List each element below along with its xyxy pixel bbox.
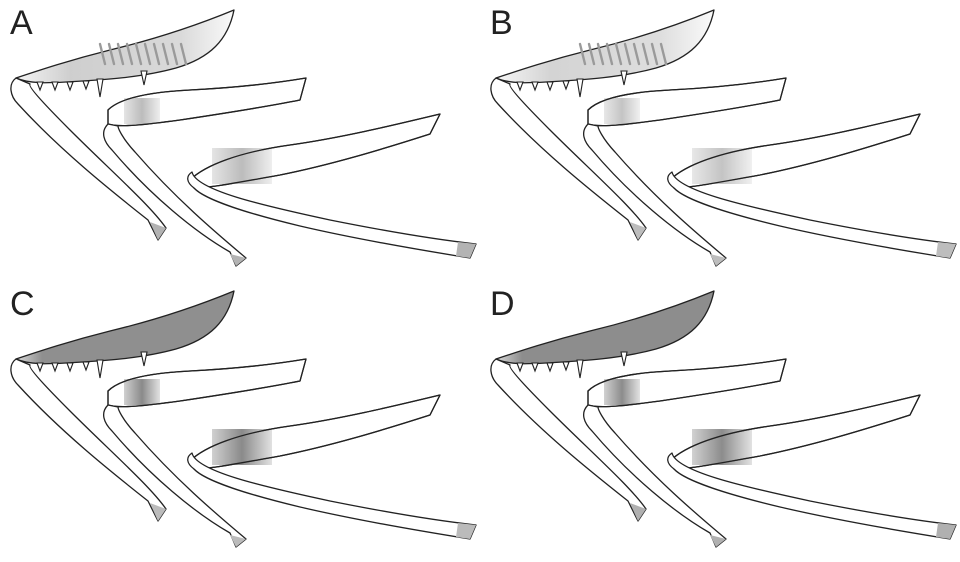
spine (52, 82, 58, 90)
spine (97, 360, 103, 378)
spine (83, 81, 89, 89)
panel-label-a: A (10, 6, 33, 40)
middle-femur-band (124, 98, 160, 124)
spine (577, 360, 583, 378)
spine (621, 352, 627, 366)
leg-drawing-c (0, 281, 480, 562)
middle-femur-band (604, 98, 640, 124)
spine (83, 362, 89, 370)
panel-label-d: D (490, 287, 515, 321)
spine (37, 82, 43, 90)
hind-tibia-tip (936, 242, 956, 258)
spine (517, 363, 523, 371)
panel-label-b: B (490, 6, 513, 40)
front-femur (496, 291, 714, 364)
hind-tibia-tip (456, 242, 476, 258)
spine (67, 82, 73, 90)
spine (532, 363, 538, 371)
panel-label-c: C (10, 287, 35, 321)
front-femur (496, 10, 714, 83)
spine (532, 82, 538, 90)
spine (563, 362, 569, 370)
spine (563, 81, 569, 89)
spine (97, 79, 103, 97)
panel-b: B (480, 0, 960, 281)
spine (52, 363, 58, 371)
panel-a: A (0, 0, 480, 281)
spine (547, 82, 553, 90)
spine (621, 71, 627, 85)
leg-drawing-d (480, 281, 960, 562)
hind-tibia-tip (936, 523, 956, 539)
middle-femur-band (124, 379, 160, 405)
front-femur (16, 10, 234, 83)
front-femur (16, 291, 234, 364)
spine (547, 363, 553, 371)
spine (37, 363, 43, 371)
panel-d: D (480, 281, 960, 562)
panel-c: C (0, 281, 480, 562)
leg-drawing-a (0, 0, 480, 281)
spine (141, 352, 147, 366)
hind-tibia-tip (456, 523, 476, 539)
spine (517, 82, 523, 90)
leg-drawing-b (480, 0, 960, 281)
middle-femur-band (604, 379, 640, 405)
spine (141, 71, 147, 85)
spine (577, 79, 583, 97)
spine (67, 363, 73, 371)
